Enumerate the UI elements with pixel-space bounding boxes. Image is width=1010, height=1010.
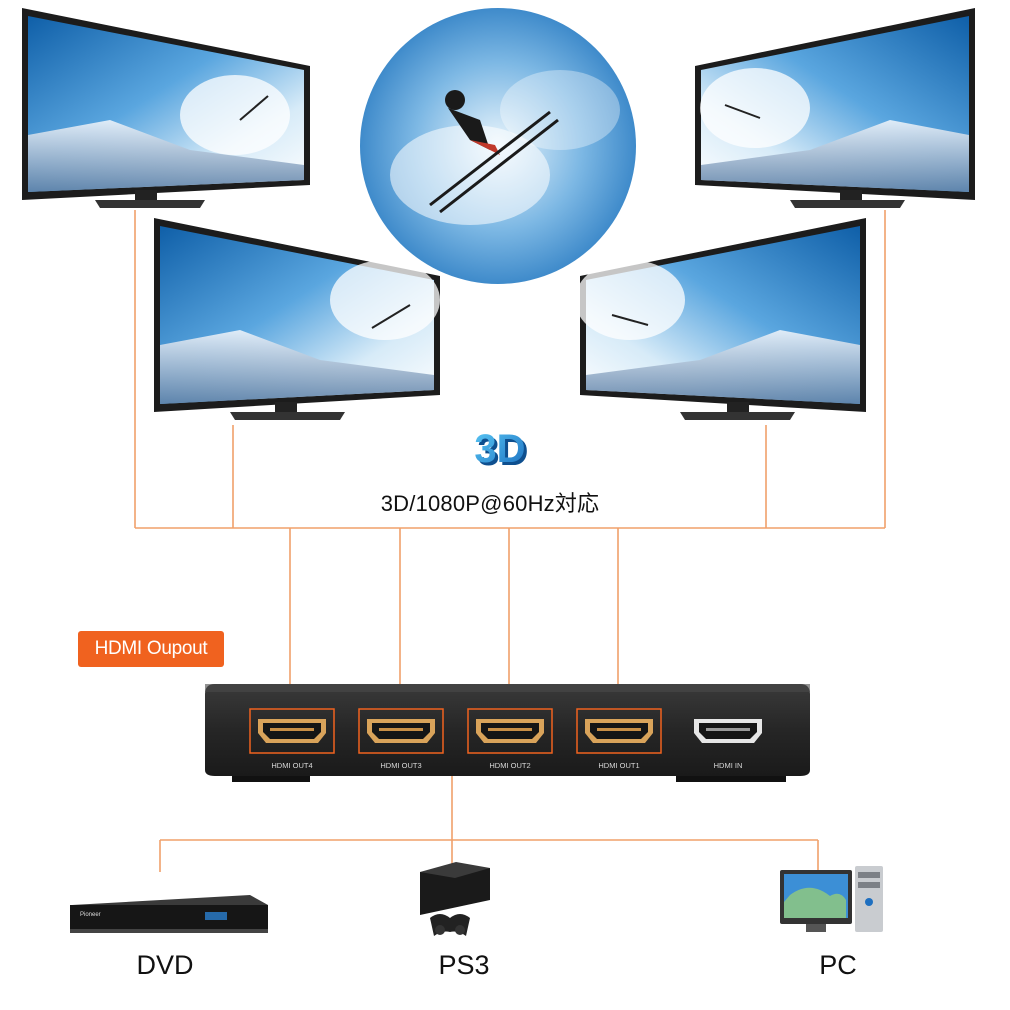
3d-badge-shadow: 3D (477, 430, 528, 474)
hdmi-port-hdmi-out3: HDMI OUT3 (358, 708, 444, 770)
hdmi-output-badge: HDMI Oupout (78, 631, 224, 667)
port-highlight-frame (576, 708, 662, 754)
hdmi-port-label: HDMI IN (714, 761, 743, 770)
pc-computer-icon (780, 866, 883, 932)
hdmi-port-label: HDMI OUT3 (380, 761, 421, 770)
dvd-label: DVD (136, 950, 194, 980)
tv-top-right (695, 8, 975, 208)
dvd-player-icon: Pioneer (70, 895, 268, 933)
3d-badge-text: 3D (474, 427, 525, 471)
hdmi-port-hdmi-out1: HDMI OUT1 (576, 708, 662, 770)
3d-badge-icon: 3D 3D (474, 427, 528, 474)
tv-top-left (22, 8, 310, 208)
port-highlight-frame (249, 708, 335, 754)
hdmi-port-label: HDMI OUT1 (598, 761, 639, 770)
hdmi-port-hdmi-out2: HDMI OUT2 (467, 708, 553, 770)
hdmi-connector-pins (597, 728, 641, 731)
port-highlight-frame (467, 708, 553, 754)
hdmi-connector-pins (706, 728, 750, 731)
ps3-label: PS3 (438, 950, 490, 980)
hdmi-port-label: HDMI OUT4 (271, 761, 312, 770)
hdmi-connector-pins (270, 728, 314, 731)
port-highlight-frame (358, 708, 444, 754)
resolution-spec-text: 3D/1080P@60Hz対応 (380, 491, 600, 516)
skier-circle-image (360, 8, 636, 284)
hdmi-port-hdmi-out4: HDMI OUT4 (249, 708, 335, 770)
pc-label: PC (819, 950, 857, 980)
input-connection-lines (159, 775, 819, 875)
tv-middle-right (575, 218, 866, 420)
hdmi-port-hdmi-in: HDMI IN (694, 719, 762, 770)
ps3-console-icon (420, 862, 490, 936)
hdmi-connector-pins (379, 728, 423, 731)
output-connection-lines (134, 210, 886, 712)
hdmi-connector-pins (488, 728, 532, 731)
tv-middle-left (154, 218, 440, 420)
dvd-brand-text: Pioneer (80, 912, 101, 918)
hdmi-port-label: HDMI OUT2 (489, 761, 530, 770)
hdmi-splitter-device: HDMI OUT4 HDMI OUT3 HDMI OUT2 HDMI OUT1 HDMI… (205, 684, 810, 782)
